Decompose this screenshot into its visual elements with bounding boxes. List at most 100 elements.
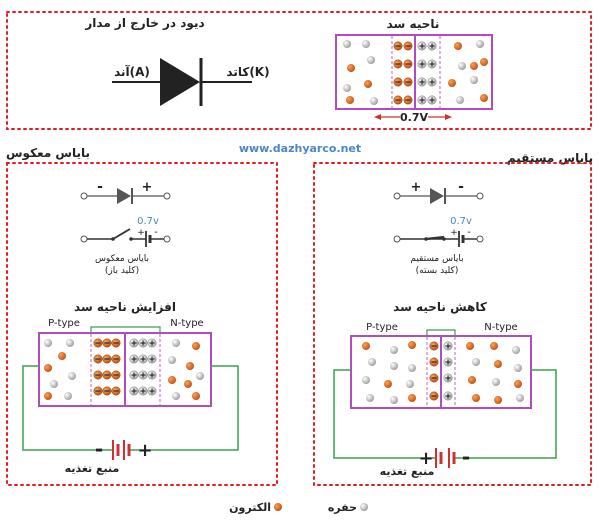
reverse-wire-right (130, 365, 239, 451)
hole-particle (368, 358, 376, 366)
forward-switch-minus: - (467, 227, 471, 238)
negative-ion (403, 41, 413, 51)
reverse-battery (112, 440, 131, 460)
electron-particle (192, 392, 200, 400)
legend-hole-icon (360, 503, 368, 511)
positive-ion (417, 41, 427, 51)
electron-particle (448, 79, 456, 87)
hole-particle (472, 358, 480, 366)
negative-ion (111, 338, 121, 348)
positive-ion (129, 386, 139, 396)
forward-diode-plus: + (411, 180, 422, 195)
forward-p-label: P-type (366, 322, 398, 333)
negative-ion (429, 341, 439, 351)
negative-ion (393, 41, 403, 51)
positive-ion (417, 59, 427, 69)
diode-triangle (160, 58, 200, 106)
hole-particle (172, 339, 180, 347)
reverse-diode-plus: + (142, 180, 153, 195)
forward-battery-plus: + (418, 448, 433, 469)
reverse-switch-plus: + (137, 228, 145, 238)
forward-battery (435, 448, 456, 468)
negative-ion (403, 95, 413, 105)
hole-particle (50, 380, 58, 388)
negative-ion (403, 77, 413, 87)
forward-switch-state: (کلید بسته) (416, 266, 459, 276)
negative-ion (93, 386, 103, 396)
hole-particle (367, 56, 375, 64)
forward-particles (362, 341, 524, 404)
forward-switch (393, 231, 484, 247)
negative-ion (429, 373, 439, 383)
electron-particle (364, 80, 372, 88)
negative-ion (111, 386, 121, 396)
positive-ion (417, 95, 427, 105)
electron-particle (184, 380, 192, 388)
forward-wire-right (455, 369, 557, 459)
top-title: دیود در خارج از مدار (84, 16, 204, 31)
positive-ion (129, 370, 139, 380)
reverse-p-label: P-type (48, 318, 80, 329)
forward-battery-minus: - (462, 445, 470, 469)
electron-particle (408, 394, 416, 402)
electron-particle (514, 380, 522, 388)
electron-particle (408, 341, 416, 349)
reverse-small-diode (80, 188, 171, 204)
hole-particle (44, 339, 52, 347)
electron-particle (186, 362, 194, 370)
hole-particle (456, 96, 464, 104)
hole-particle (514, 364, 522, 372)
barrier-voltage-label: 0.7V (400, 111, 428, 124)
forward-switch-caption: بایاس مستقیم (410, 254, 463, 264)
positive-ion (147, 354, 157, 364)
negative-ion (393, 77, 403, 87)
electron-particle (168, 376, 176, 384)
negative-ion (102, 370, 112, 380)
legend: حفره الکترون (229, 501, 368, 514)
electron-particle (384, 380, 392, 388)
hole-particle (390, 362, 398, 370)
forward-source-label: منبع تغذیه (380, 465, 435, 478)
hole-particle (408, 364, 416, 372)
top-panel-border (6, 11, 592, 130)
electron-particle (494, 396, 502, 404)
negative-ion (93, 338, 103, 348)
forward-region-title: کاهش ناحیه سد (393, 300, 487, 314)
forward-bias-panel: بایاس مستقیم + - 0.7v + - بایاس مس (313, 151, 593, 486)
electron-particle (472, 394, 480, 402)
cathode-label: کاتد(K) (226, 65, 269, 79)
reverse-switch-state: (کلید باز) (105, 266, 139, 276)
hole-particle (492, 378, 500, 386)
reverse-panel-border (6, 162, 278, 486)
forward-title: بایاس مستقیم (507, 151, 593, 165)
positive-ion (138, 354, 148, 364)
positive-ion (427, 41, 437, 51)
positive-ion (427, 59, 437, 69)
electron-particle (490, 342, 498, 350)
electron-particle (480, 58, 488, 66)
electron-particle (466, 342, 474, 350)
hole-particle (196, 372, 204, 380)
hole-particle (68, 372, 76, 380)
hole-particle (366, 394, 374, 402)
reverse-bias-panel: بایاس معکوس - + 0.7v + - با (6, 146, 278, 486)
legend-hole-label: حفره (328, 501, 357, 514)
negative-ion (429, 391, 439, 401)
anode-label: آند(A) (114, 64, 150, 79)
hole-particle (168, 356, 176, 364)
legend-electron-label: الکترون (229, 501, 271, 514)
reverse-n-label: N-type (170, 318, 203, 329)
hole-particle (370, 97, 378, 105)
positive-ion (443, 391, 453, 401)
reverse-switch-caption: بایاس معکوس (95, 254, 149, 264)
forward-diode-minus: - (458, 179, 464, 195)
positive-ion (129, 338, 139, 348)
positive-ion (427, 77, 437, 87)
hole-particle (390, 396, 398, 404)
legend-electron-icon (274, 503, 282, 511)
positive-ion (443, 357, 453, 367)
forward-region-brace (426, 329, 456, 336)
negative-ion (429, 357, 439, 367)
electron-particle (494, 360, 502, 368)
electron-particle (347, 64, 355, 72)
